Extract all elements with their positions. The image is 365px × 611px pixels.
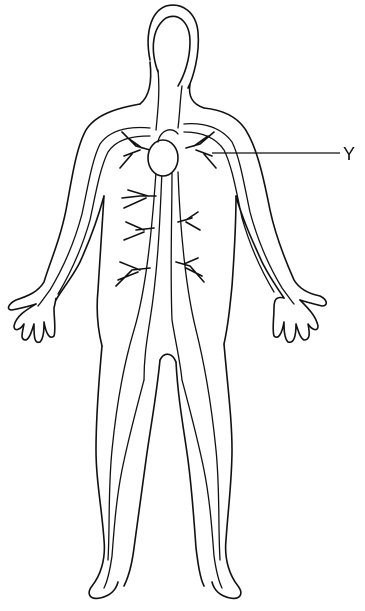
body-outline: [9, 5, 327, 598]
right-leg-artery: [182, 380, 222, 588]
left-leg-inner: [124, 360, 160, 586]
head-outline: [148, 5, 198, 88]
right-hand: [273, 297, 318, 342]
aorta: [144, 170, 162, 380]
right-leg-inner: [176, 362, 204, 586]
heart: [148, 140, 178, 176]
torso-left: [97, 196, 104, 346]
neck-left: [140, 62, 151, 104]
left-arm-artery: [38, 128, 150, 306]
left-hand: [14, 298, 56, 342]
kidney-left-branch: [124, 222, 154, 240]
vena-cava: [171, 170, 182, 380]
left-leg-vein: [108, 330, 134, 560]
label-y: Y: [343, 145, 355, 163]
right-leg-outer: [212, 344, 241, 598]
neck-right: [190, 84, 204, 108]
vena-cava-inner: [178, 172, 196, 330]
right-arm-inner: [236, 196, 284, 298]
right-leg-vein: [196, 330, 220, 560]
liver-branch: [122, 190, 156, 208]
right-carotid: [178, 86, 182, 128]
intestine-right-branch: [176, 258, 204, 282]
right-lung-branch: [186, 132, 216, 168]
torso-right: [224, 196, 236, 344]
left-carotid: [156, 70, 159, 130]
crotch: [160, 354, 176, 362]
left-leg-outer: [89, 346, 118, 598]
